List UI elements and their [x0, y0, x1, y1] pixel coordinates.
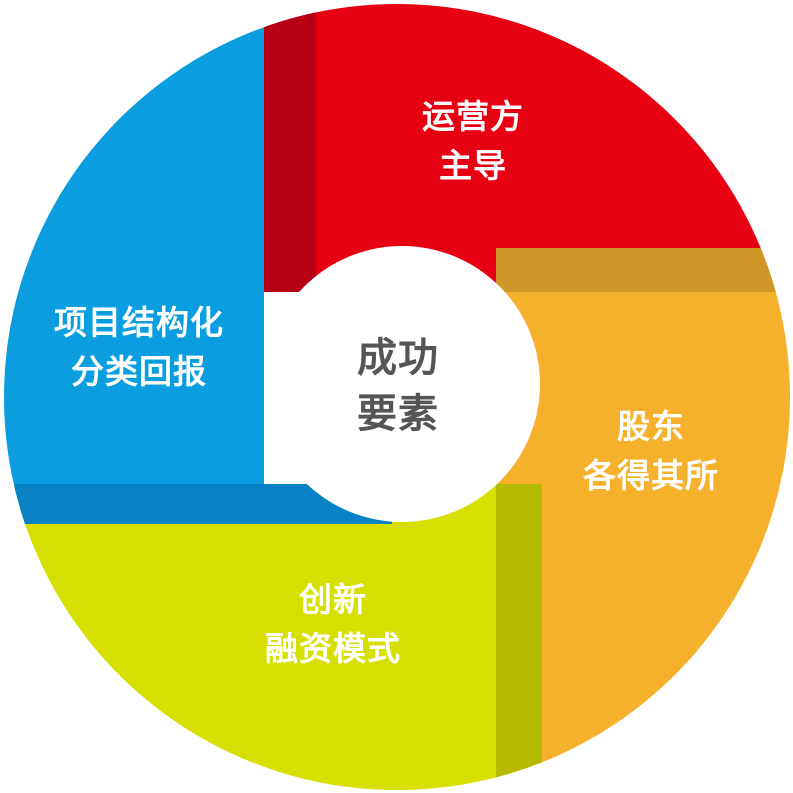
segment-label-line: 各得其所 — [583, 456, 719, 495]
segment-label-line: 股东 — [617, 407, 685, 446]
segment-label-line: 运营方 — [422, 97, 524, 136]
segment-label-line: 项目结构化 — [54, 303, 224, 342]
center-label: 成功 要素 — [357, 330, 439, 442]
segment-innovation-shade — [496, 484, 542, 790]
segment-label-line: 分类回报 — [71, 352, 207, 391]
segment-label-line: 主导 — [439, 146, 507, 185]
segment-operator-shade — [264, 4, 316, 292]
center-label-line: 成功 — [357, 335, 439, 381]
segment-label-shareholder: 股东 各得其所 — [583, 402, 719, 500]
center-label-line: 要素 — [357, 391, 439, 437]
segment-label-operator: 运营方 主导 — [422, 92, 524, 190]
segment-label-line: 融资模式 — [265, 629, 401, 668]
segment-label-line: 创新 — [299, 580, 367, 619]
segment-label-innovation: 创新 融资模式 — [265, 575, 401, 673]
center-disc — [264, 246, 540, 522]
segment-label-project: 项目结构化 分类回报 — [54, 298, 224, 396]
segment-shareholder-shade — [496, 248, 790, 292]
segment-project — [4, 4, 264, 524]
